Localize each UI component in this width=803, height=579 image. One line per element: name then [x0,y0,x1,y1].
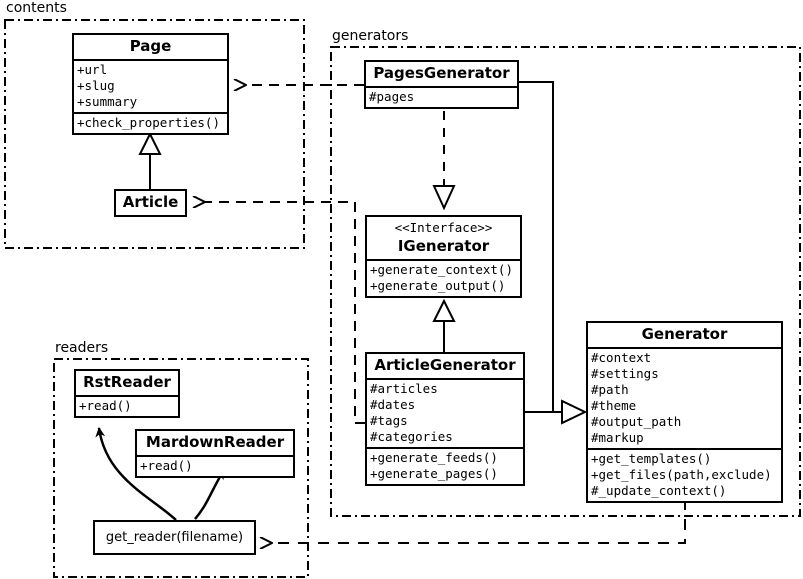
compartment-divider [367,447,523,449]
attribute-row: #settings [591,366,659,381]
class-name-rstreader: RstReader [83,373,171,391]
attribute-row: #articles [370,381,438,396]
relationship-articlegenerator-to-article [205,202,365,424]
attribute-row: +slug [77,78,115,93]
operation-row: +generate_context() [370,262,513,277]
operation-row: +get_files(path,exclude) [591,467,772,482]
class-box-article[interactable]: Article [114,189,187,217]
operation-row: #_update_context() [591,483,727,498]
class-operations-rstreader: +read() [76,397,178,416]
class-name-page: Page [129,37,172,55]
compartment-divider [137,455,293,457]
compartment-divider [588,347,781,349]
operation-row: +get_templates() [591,451,712,466]
class-box-articlegenerator[interactable]: ArticleGenerator #articles #dates #tags … [365,352,525,486]
operation-row: +generate_output() [370,278,506,293]
class-attributes-page: +url +slug +summary [74,61,227,112]
class-attributes-generator: #context #settings #path #theme #output_… [588,349,781,448]
relationship-generator-to-getreader [272,499,686,543]
class-box-rstreader[interactable]: RstReader +read() [74,369,180,418]
class-operations-mardownreader: +read() [137,457,293,476]
class-name-igenerator: IGenerator [397,237,490,255]
attribute-row: #pages [369,89,415,104]
package-label-generators: generators [330,28,412,44]
class-operations-igenerator: +generate_context() +generate_output() [367,261,520,296]
class-name-articlegenerator: ArticleGenerator [374,356,516,374]
attribute-row: #categories [370,429,453,444]
class-box-page[interactable]: Page +url +slug +summary +check_properti… [72,33,229,135]
attribute-row: #markup [591,430,644,445]
function-box-get-reader[interactable]: get_reader(filename) [93,520,256,555]
compartment-divider [76,395,178,397]
attribute-row: #path [591,382,629,397]
class-box-pagesgenerator[interactable]: PagesGenerator #pages [364,60,519,109]
relationship-generators-to-generator [519,81,588,425]
class-name-generator: Generator [641,325,728,343]
package-label-readers: readers [53,340,112,356]
compartment-divider [366,86,517,88]
attribute-row: #theme [591,398,637,413]
operation-row: +read() [79,398,132,413]
function-name-get-reader: get_reader(filename) [105,530,244,545]
operation-row: +read() [140,458,193,473]
operation-row: +generate_pages() [370,466,498,481]
package-label-contents: contents [4,0,70,16]
compartment-divider [74,59,227,61]
attribute-row: #output_path [591,414,682,429]
relationship-article-to-page [138,131,162,189]
class-attributes-pagesgenerator: #pages [366,88,517,107]
class-name-article: Article [122,193,179,211]
attribute-row: #tags [370,413,408,428]
relationship-pagesgenerator-to-igenerator [432,111,456,211]
operation-row: +generate_feeds() [370,450,498,465]
class-stereotype-igenerator: <<Interface>> [394,220,493,235]
class-name-pagesgenerator: PagesGenerator [373,64,510,82]
attribute-row: +summary [77,94,138,109]
compartment-divider [367,259,520,261]
attribute-row: +url [77,62,108,77]
class-operations-generator: +get_templates() +get_files(path,exclude… [588,450,781,501]
operation-row: +check_properties() [77,115,220,130]
compartment-divider [367,378,523,380]
class-operations-page: +check_properties() [74,114,227,133]
class-box-igenerator[interactable]: <<Interface>> IGenerator +generate_conte… [365,215,522,298]
relationship-articlegenerator-to-igenerator [432,298,456,352]
class-box-mardownreader[interactable]: MardownReader +read() [135,429,295,478]
compartment-divider [74,112,227,114]
class-attributes-articlegenerator: #articles #dates #tags #categories [367,380,523,447]
class-box-generator[interactable]: Generator #context #settings #path #them… [586,321,783,503]
attribute-row: #context [591,350,652,365]
compartment-divider [588,448,781,450]
class-name-mardownreader: MardownReader [145,433,285,451]
class-operations-articlegenerator: +generate_feeds() +generate_pages() [367,449,523,484]
attribute-row: #dates [370,397,416,412]
